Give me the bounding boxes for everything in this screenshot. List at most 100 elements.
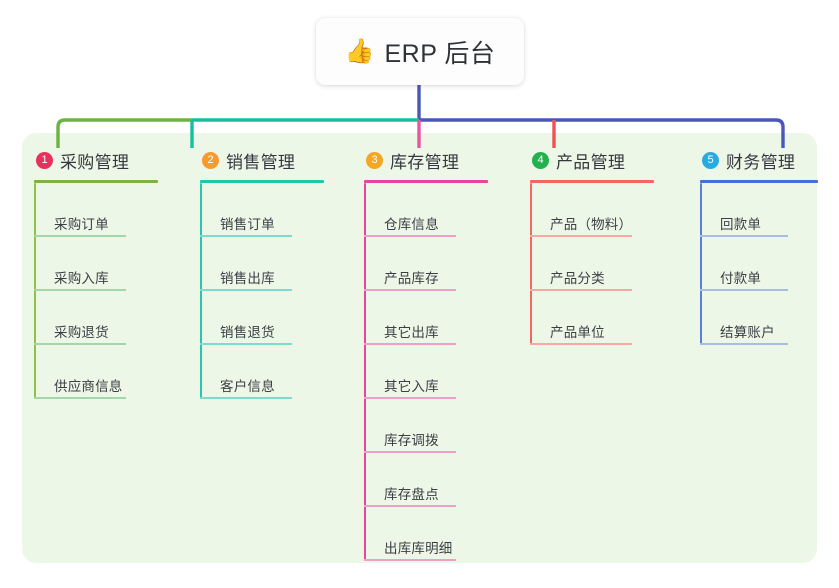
list-item-rule [364,451,456,453]
list-item-rule [200,343,292,345]
column-1: 1 采购管理采购订单采购入库采购退货供应商信息 [22,145,194,399]
connector-bar-segment-1 [56,118,192,128]
list-item-rule [364,505,456,507]
diagram-panel [22,133,817,563]
list-item-rule [364,343,456,345]
list-item-label: 产品单位 [550,325,605,340]
column-spine-2 [200,183,202,399]
list-item-label: 库存调拨 [384,433,439,448]
list-item-label: 付款单 [720,271,762,286]
list-item[interactable]: 产品单位 [530,291,698,345]
root-title: ERP 后台 [384,39,496,68]
column-badge-1: 1 [36,151,53,169]
list-item-label: 出库库明细 [384,541,453,556]
list-item-label: 产品分类 [550,271,605,286]
column-spine-3 [364,183,366,561]
list-item-label: 其它出库 [384,325,439,340]
list-item[interactable]: 销售退货 [200,291,360,345]
list-item-rule [364,235,456,237]
column-rule-3 [364,180,488,183]
list-item-rule [34,289,126,291]
column-title-3: 库存管理 [390,152,460,172]
column-items-3: 仓库信息产品库存其它出库其它入库库存调拨库存盘点出库库明细 [364,183,524,561]
column-header-1[interactable]: 1 采购管理 [22,145,194,175]
column-badge-4: 4 [532,151,549,169]
column-header-4[interactable]: 4 产品管理 [518,145,698,175]
column-title-1: 采购管理 [60,152,130,172]
root-node[interactable]: 👍 ERP 后台 [316,18,524,85]
list-item[interactable]: 其它入库 [364,345,524,399]
list-item[interactable]: 产品（物料） [530,183,698,237]
column-header-2[interactable]: 2 销售管理 [188,145,360,175]
list-item[interactable]: 结算账户 [700,291,818,345]
list-item-label: 回款单 [720,217,762,232]
list-item-label: 销售退货 [220,325,275,340]
list-item-label: 采购退货 [54,325,109,340]
list-item-rule [200,289,292,291]
list-item-rule [34,397,126,399]
connector-bar-segment-3 [419,118,785,128]
list-item-rule [200,235,292,237]
list-item-label: 其它入库 [384,379,439,394]
column-rule-2 [200,180,324,183]
list-item[interactable]: 采购入库 [34,237,194,291]
list-item-label: 结算账户 [720,325,775,340]
column-title-5: 财务管理 [726,152,796,172]
list-item[interactable]: 采购退货 [34,291,194,345]
column-rule-1 [34,180,158,183]
list-item-label: 产品库存 [384,271,439,286]
list-item[interactable]: 供应商信息 [34,345,194,399]
column-4: 4 产品管理产品（物料） 产品分类产品单位 [518,145,698,345]
list-item-label: 供应商信息 [54,379,123,394]
column-2: 2 销售管理销售订单销售出库销售退货客户信息 [188,145,360,399]
column-spine-1 [34,183,36,399]
list-item-label: 仓库信息 [384,217,439,232]
column-spine-5 [700,183,702,345]
list-item-rule [530,289,632,291]
list-item-rule [700,235,788,237]
column-badge-2: 2 [202,151,219,169]
list-item[interactable]: 库存调拨 [364,399,524,453]
column-badge-5: 5 [702,151,719,169]
column-rule-4 [530,180,654,183]
column-items-4: 产品（物料） 产品分类产品单位 [530,183,698,345]
list-item-label: 产品（物料） [550,217,633,232]
list-item[interactable]: 采购订单 [34,183,194,237]
list-item-label: 采购入库 [54,271,109,286]
list-item-rule [34,343,126,345]
column-spine-4 [530,183,532,345]
list-item[interactable]: 出库库明细 [364,507,524,561]
column-title-2: 销售管理 [226,152,296,172]
list-item-label: 采购订单 [54,217,109,232]
list-item[interactable]: 产品分类 [530,237,698,291]
list-item[interactable]: 产品库存 [364,237,524,291]
list-item[interactable]: 其它出库 [364,291,524,345]
column-title-4: 产品管理 [556,152,626,172]
list-item-rule [700,343,788,345]
list-item-rule [530,235,632,237]
list-item-rule [364,289,456,291]
list-item[interactable]: 销售订单 [200,183,360,237]
list-item[interactable]: 销售出库 [200,237,360,291]
thumbs-up-icon: 👍 [344,37,375,65]
list-item[interactable]: 客户信息 [200,345,360,399]
column-items-2: 销售订单销售出库销售退货客户信息 [200,183,360,399]
list-item-label: 销售出库 [220,271,275,286]
list-item-label: 客户信息 [220,379,275,394]
list-item-label: 销售订单 [220,217,275,232]
column-header-5[interactable]: 5 财务管理 [688,145,818,175]
column-5: 5 财务管理回款单付款单结算账户 [688,145,818,345]
list-item[interactable]: 回款单 [700,183,818,237]
list-item[interactable]: 付款单 [700,237,818,291]
list-item-rule [530,343,632,345]
list-item-label: 库存盘点 [384,487,439,502]
column-items-1: 采购订单采购入库采购退货供应商信息 [34,183,194,399]
column-items-5: 回款单付款单结算账户 [700,183,818,345]
list-item-rule [200,397,292,399]
list-item-rule [34,235,126,237]
list-item[interactable]: 仓库信息 [364,183,524,237]
list-item[interactable]: 库存盘点 [364,453,524,507]
